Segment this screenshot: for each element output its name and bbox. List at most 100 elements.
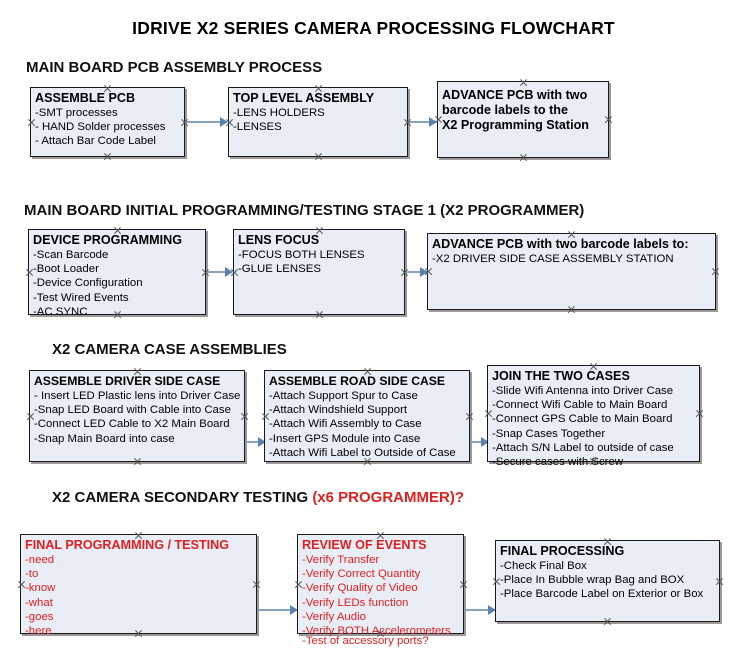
section-title-text: MAIN BOARD PCB ASSEMBLY PROCESS [26, 59, 323, 76]
arrow-road-side-to-join-cases [472, 441, 488, 443]
box-title: JOIN THE TWO CASES [492, 369, 630, 383]
arrow-lens-focus-to-advance-pcb [407, 271, 427, 273]
connection-handle-bottom[interactable] [603, 617, 612, 626]
box-line: -Device Configuration [33, 277, 143, 290]
box-assemble-pcb[interactable]: ASSEMBLE PCB -SMT processes - HAND Solde… [30, 87, 185, 157]
connection-handle-right[interactable] [604, 115, 613, 124]
box-line: - HAND Solder processes [35, 121, 166, 134]
section-title-main-board-initial-programming: MAIN BOARD INITIAL PROGRAMMING/TESTING S… [24, 202, 584, 219]
box-line: -Attach Wifi Assembly to Case [269, 418, 422, 431]
connection-handle-right[interactable] [465, 412, 474, 421]
box-line: -Test Wired Events [33, 291, 129, 304]
box-title: FINAL PROGRAMMING / TESTING [25, 538, 230, 552]
box-line: -Verify Audio [302, 610, 366, 623]
connection-handle-bottom[interactable] [567, 305, 576, 314]
box-device-programming[interactable]: DEVICE PROGRAMMING -Scan Barcode -Boot L… [28, 229, 206, 318]
box-line: -Verify Correct Quantity [302, 568, 421, 581]
box-line: -Snap LED Board with Cable into Case [34, 404, 231, 417]
section-title-text: MAIN BOARD INITIAL PROGRAMMING/TESTING S… [24, 202, 585, 219]
box-line: -Secure cases with Screw [492, 456, 624, 469]
box-final-programming-testing[interactable]: FINAL PROGRAMMING / TESTING -need -to -k… [20, 534, 257, 637]
box-line: -know [25, 582, 56, 595]
section-title-x2-camera-secondary-testing: X2 CAMERA SECONDARY TESTING (x6 PROGRAMM… [52, 489, 464, 506]
box-line: -here [25, 625, 52, 638]
connection-handle-right[interactable] [695, 409, 704, 418]
box-title: LENS FOCUS [238, 233, 320, 247]
box-line: -Verify BOTH Accelerometers [302, 625, 451, 638]
box-overflow-line: -Test of accessory ports? [302, 634, 429, 647]
box-title: REVIEW OF EVENTS [302, 538, 427, 552]
box-line: X2 Programming Station [442, 118, 589, 132]
connection-handle-bottom[interactable] [519, 153, 528, 162]
box-line: -Attach Wifi Label to Outside of Case [269, 446, 456, 459]
box-final-processing[interactable]: FINAL PROCESSING -Check Final Box -Place… [495, 540, 720, 622]
box-assemble-driver-side-case[interactable]: ASSEMBLE DRIVER SIDE CASE - Insert LED P… [29, 370, 245, 462]
box-title: ASSEMBLE DRIVER SIDE CASE [34, 374, 221, 388]
section-title-main-board-pcb-assembly: MAIN BOARD PCB ASSEMBLY PROCESS [26, 59, 322, 76]
box-line: -Attach S/N Label to outside of case [492, 441, 674, 454]
box-join-the-two-cases[interactable]: JOIN THE TWO CASES -Slide Wifi Antenna i… [487, 365, 700, 468]
box-line: -Connect LED Cable to X2 Main Board [34, 418, 230, 431]
arrow-assemble-pcb-to-top-level [187, 121, 227, 123]
box-line: barcode labels to the [442, 103, 568, 117]
box-line: -Snap Cases Together [492, 427, 606, 440]
box-line: -Connect GPS Cable to Main Board [492, 413, 673, 426]
box-title: ASSEMBLE ROAD SIDE CASE [269, 374, 446, 388]
connection-handle-bottom[interactable] [315, 310, 324, 319]
box-line: - Insert LED Plastic lens into Driver Ca… [34, 390, 241, 402]
connection-handle-right[interactable] [252, 580, 261, 589]
box-line: -Insert GPS Module into Case [269, 432, 421, 445]
connection-handle-bottom[interactable] [133, 457, 142, 466]
box-line: -Connect Wifi Cable to Main Board [492, 399, 668, 412]
box-title: TOP LEVEL ASSEMBLY [233, 91, 375, 105]
box-line: -AC SYNC [33, 305, 88, 318]
connection-handle-right[interactable] [240, 412, 249, 421]
box-line: -Verify Transfer [302, 554, 380, 566]
arrow-top-level-to-advance-pcb [410, 121, 436, 123]
connection-handle-top[interactable] [519, 78, 528, 87]
connection-handle-right[interactable] [459, 580, 468, 589]
section-title-accent: (x6 PROGRAMMER)? [312, 489, 464, 506]
box-title: ADVANCE PCB with two barcode labels to: [432, 237, 689, 251]
box-line: -need [25, 554, 55, 566]
box-line: -X2 DRIVER SIDE CASE ASSEMBLY STATION [432, 253, 674, 265]
connection-handle-bottom[interactable] [103, 152, 112, 161]
section-title-text: X2 CAMERA CASE ASSEMBLIES [52, 341, 287, 358]
box-title: ASSEMBLE PCB [35, 91, 136, 105]
box-line: -Verify Quality of Video [302, 582, 418, 595]
box-review-of-events[interactable]: REVIEW OF EVENTS -Verify Transfer -Verif… [297, 534, 464, 647]
box-line: -what [25, 596, 53, 609]
box-line: -Scan Barcode [33, 249, 109, 261]
section-title-x2-camera-case-assemblies: X2 CAMERA CASE ASSEMBLIES [52, 341, 287, 358]
box-advance-pcb-x2-programming-station[interactable]: ADVANCE PCB with two barcode labels to t… [437, 81, 609, 158]
box-line: - Attach Bar Code Label [35, 135, 156, 148]
connection-handle-right[interactable] [711, 267, 720, 276]
box-advance-pcb-driver-side-case[interactable]: ADVANCE PCB with two barcode labels to: … [427, 233, 716, 310]
box-line: -LENSES [233, 121, 282, 134]
box-line: -SMT processes [35, 107, 118, 119]
box-line: -to [25, 568, 39, 581]
box-line: ADVANCE PCB with two [442, 88, 588, 102]
box-line: -LENS HOLDERS [233, 107, 325, 119]
box-assemble-road-side-case[interactable]: ASSEMBLE ROAD SIDE CASE -Attach Support … [264, 370, 470, 462]
box-top-level-assembly[interactable]: TOP LEVEL ASSEMBLY -LENS HOLDERS -LENSES [228, 87, 408, 157]
page-title: IDRIVE X2 SERIES CAMERA PROCESSING FLOWC… [132, 18, 615, 38]
arrow-review-to-final-processing [466, 609, 495, 611]
box-line: -Attach Windshield Support [269, 404, 408, 417]
box-line: -GLUE LENSES [238, 263, 321, 276]
box-line: -Snap Main Board into case [34, 432, 175, 445]
box-line: -FOCUS BOTH LENSES [238, 249, 365, 261]
box-line: -Place In Bubble wrap Bag and BOX [500, 574, 685, 587]
box-title: DEVICE PROGRAMMING [33, 233, 183, 247]
box-line: -Slide Wifi Antenna into Driver Case [492, 385, 674, 397]
box-line: -Place Barcode Label on Exterior or Box [500, 588, 704, 601]
box-line: -Verify LEDs function [302, 596, 409, 609]
box-lens-focus[interactable]: LENS FOCUS -FOCUS BOTH LENSES -GLUE LENS… [233, 229, 405, 315]
box-line: -Check Final Box [500, 560, 587, 572]
box-title: FINAL PROCESSING [500, 544, 625, 558]
connection-handle-right[interactable] [715, 577, 724, 586]
box-line: -Attach Support Spur to Case [269, 390, 418, 402]
arrow-device-programming-to-lens-focus [208, 271, 232, 273]
connection-handle-bottom[interactable] [314, 152, 323, 161]
